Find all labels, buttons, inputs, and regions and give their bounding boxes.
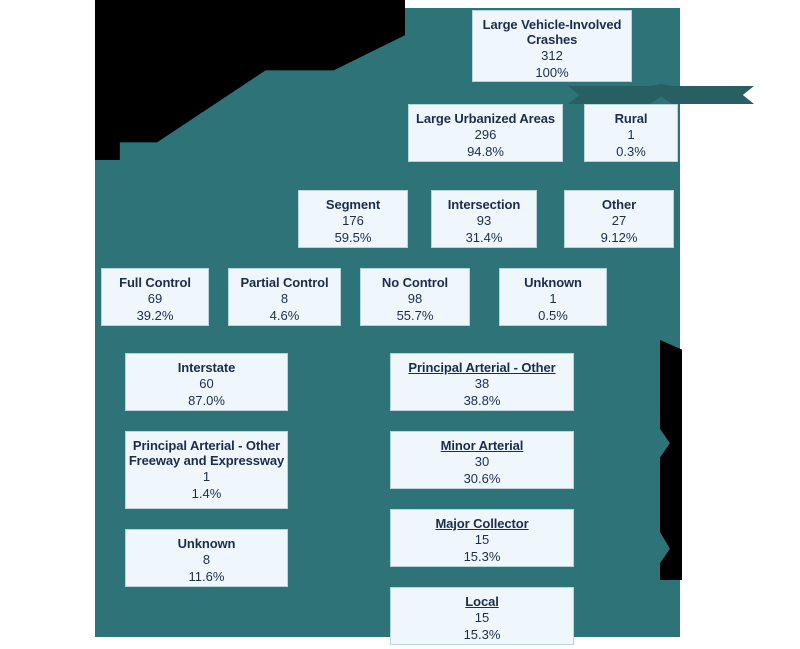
node-interstate[interactable]: Interstate 60 87.0% — [125, 353, 288, 411]
node-count: 8 — [280, 291, 289, 306]
node-title: Large Vehicle-Involved — [482, 17, 622, 32]
node-count: 8 — [202, 552, 211, 567]
node-other[interactable]: Other 27 9.12% — [564, 190, 674, 248]
node-percent: 38.8% — [463, 393, 501, 408]
node-minor-arterial[interactable]: Minor Arterial 30 30.6% — [390, 431, 574, 489]
node-title: Segment — [325, 197, 381, 212]
node-percent: 1.4% — [191, 486, 222, 501]
node-local[interactable]: Local 15 15.3% — [390, 587, 574, 645]
node-count: 93 — [476, 213, 492, 228]
node-count: 1 — [202, 469, 211, 484]
node-intersection[interactable]: Intersection 93 31.4% — [431, 190, 537, 248]
node-percent: 31.4% — [465, 230, 503, 245]
node-count: 1 — [627, 127, 635, 142]
node-principal-arterial-other-freeway-and-expressway[interactable]: Principal Arterial - Other Freeway and E… — [125, 431, 288, 509]
node-percent: 100% — [535, 65, 569, 80]
node-count: 30 — [474, 454, 490, 469]
node-percent: 0.3% — [616, 144, 646, 159]
node-count: 1 — [549, 291, 557, 306]
node-count: 60 — [199, 376, 214, 391]
node-title: No Control — [381, 275, 449, 290]
node-title: Full Control — [119, 275, 191, 290]
connector-ribbon-root-to-level2 — [568, 84, 754, 104]
node-title: Partial Control — [240, 275, 329, 290]
node-title: Intersection — [447, 197, 521, 212]
node-principal-arterial-other[interactable]: Principal Arterial - Other 38 38.8% — [390, 353, 574, 411]
node-title: Other — [601, 197, 637, 212]
node-percent: 11.6% — [188, 569, 225, 584]
node-title-link[interactable]: Major Collector — [435, 516, 529, 531]
node-percent: 15.3% — [463, 627, 501, 642]
node-percent: 0.5% — [538, 308, 568, 323]
node-count: 27 — [611, 213, 627, 228]
node-title-line2: Freeway and Expressway — [128, 453, 285, 468]
node-title: Interstate — [177, 360, 236, 375]
node-count: 69 — [147, 291, 163, 306]
flowchart-canvas: Large Vehicle-Involved Crashes 312 100% … — [95, 8, 754, 645]
node-title: Unknown — [177, 536, 236, 551]
node-count: 296 — [474, 127, 497, 142]
node-percent: 59.5% — [334, 230, 372, 245]
node-title-line2: Crashes — [526, 32, 578, 47]
node-count: 38 — [474, 376, 490, 391]
node-count: 176 — [342, 213, 364, 228]
node-title-link[interactable]: Local — [465, 594, 499, 609]
node-unknown-control[interactable]: Unknown 1 0.5% — [499, 268, 607, 326]
node-percent: 87.0% — [188, 393, 225, 408]
node-partial-control[interactable]: Partial Control 8 4.6% — [228, 268, 341, 326]
node-large-urbanized-areas[interactable]: Large Urbanized Areas 296 94.8% — [408, 104, 563, 162]
node-count: 98 — [407, 291, 423, 306]
node-full-control[interactable]: Full Control 69 39.2% — [101, 268, 209, 326]
node-percent: 30.6% — [463, 471, 501, 486]
node-segment[interactable]: Segment 176 59.5% — [298, 190, 408, 248]
node-count: 15 — [474, 532, 490, 547]
node-percent: 55.7% — [396, 308, 434, 323]
node-percent: 15.3% — [463, 549, 501, 564]
mask-artifact-right-edge — [660, 340, 682, 580]
node-percent: 4.6% — [269, 308, 300, 323]
node-percent: 94.8% — [467, 144, 504, 159]
node-percent: 39.2% — [136, 308, 174, 323]
node-title: Principal Arterial - Other — [132, 438, 281, 453]
node-no-control[interactable]: No Control 98 55.7% — [360, 268, 470, 326]
node-title: Large Urbanized Areas — [415, 111, 556, 126]
node-title: Rural — [614, 111, 648, 126]
node-major-collector[interactable]: Major Collector 15 15.3% — [390, 509, 574, 567]
node-unknown-functional-class[interactable]: Unknown 8 11.6% — [125, 529, 288, 587]
node-rural[interactable]: Rural 1 0.3% — [584, 104, 678, 162]
node-percent: 9.12% — [600, 230, 638, 245]
node-title: Unknown — [524, 275, 582, 290]
node-large-vehicle-involved-crashes[interactable]: Large Vehicle-Involved Crashes 312 100% — [472, 10, 632, 82]
node-title-link[interactable]: Minor Arterial — [440, 438, 524, 453]
node-count: 15 — [474, 610, 490, 625]
node-count: 312 — [541, 48, 563, 63]
node-title-link[interactable]: Principal Arterial - Other — [408, 360, 556, 375]
